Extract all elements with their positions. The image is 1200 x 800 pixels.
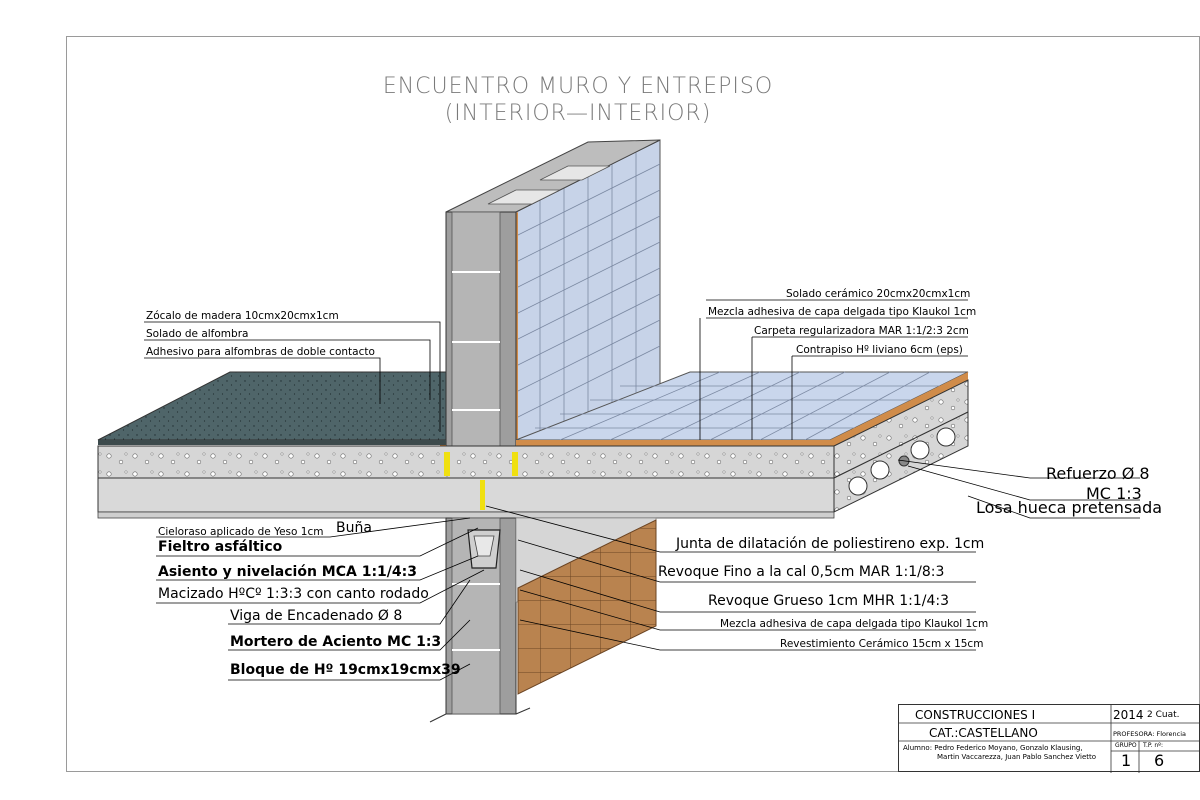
drawing-title: ENCUENTRO MURO Y ENTREPISO [382, 74, 774, 99]
tb-year: 2014 [1113, 708, 1144, 722]
label-carpet: Solado de alfombra [146, 328, 249, 340]
wall-ceramic-tiles [514, 139, 661, 447]
wall-section-upper [440, 211, 517, 451]
label-ceramic-floor: Solado cerámico 20cmx20cmx1cm [786, 288, 971, 300]
label-bedding-mortar: Mortero de Aciento MC 1:3 [230, 634, 442, 650]
label-skirting: Zócalo de madera 10cmx20cmx1cm [146, 310, 339, 322]
tb-alumno-1: Alumno: Pedro Federico Moyano, Gonzalo K… [903, 744, 1083, 752]
tb-course: CONSTRUCCIONES I [915, 708, 1036, 722]
label-leveling-screed: Carpeta regularizadora MAR 1:1/2:3 2cm [754, 325, 969, 337]
label-reveal: Buña [336, 520, 372, 536]
label-bond-beam: Viga de Encadenado Ø 8 [230, 608, 403, 624]
label-asphalt-felt: Fieltro asfáltico [158, 539, 283, 555]
leader-lines [144, 299, 1140, 681]
label-wall-ceramic: Revestimiento Cerámico 15cm x 15cm [780, 638, 984, 650]
label-reinforcement: Refuerzo Ø 8 [1046, 464, 1150, 483]
lower-wall-ceramic-cladding [517, 519, 657, 695]
label-klaukol-wall: Mezcla adhesiva de capa delgada tipo Kla… [720, 618, 989, 630]
ceramic-floor [515, 371, 969, 446]
label-lightweight-screed: Contrapiso Hº liviano 6cm (eps) [796, 344, 963, 356]
label-hollow-slab: Losa hueca pretensada [976, 498, 1163, 517]
tb-grupo-label: GRUPO [1115, 742, 1137, 749]
label-infill: Macizado HºCº 1:3:3 con canto rodado [158, 586, 429, 602]
tb-term: 2 Cuat. [1147, 710, 1180, 720]
label-klaukol-floor: Mezcla adhesiva de capa delgada tipo Kla… [708, 306, 977, 318]
wall-top [445, 139, 661, 213]
tb-tp-label: T.P. nº: [1143, 742, 1164, 749]
tb-grupo: 1 [1121, 751, 1132, 770]
drawing-subtitle: (INTERIOR—INTERIOR) [444, 101, 712, 126]
lightweight-screed [97, 379, 969, 479]
label-leveling-bed: Asiento y nivelación MCA 1:1/4:3 [158, 564, 417, 580]
tb-cat: CAT.:CASTELLANO [929, 726, 1038, 740]
label-coarse-render: Revoque Grueso 1cm MHR 1:1/4:3 [708, 593, 950, 609]
label-mortar-mc: MC 1:3 [1086, 484, 1142, 503]
hollow-core-slab [97, 411, 969, 519]
label-fine-render: Revoque Fino a la cal 0,5cm MAR 1:1/8:3 [658, 564, 945, 580]
tb-profesora: PROFESORA: Florencia [1113, 730, 1187, 738]
label-expansion-joint: Junta de dilatación de poliestireno exp.… [676, 536, 985, 552]
tb-alumno-2: Martin Vaccarezza, Juan Pablo Sanchez Vi… [937, 753, 1097, 761]
carpet-floor [97, 371, 447, 445]
tb-tp: 6 [1154, 751, 1165, 770]
expansion-joints [444, 452, 518, 510]
title-block: CONSTRUCCIONES I 2014 2 Cuat. CAT.:CASTE… [898, 704, 1200, 773]
label-concrete-block: Bloque de Hº 19cmx19cmx39 [230, 662, 461, 678]
title-block-grid [899, 705, 1200, 773]
label-plaster-ceiling: Cieloraso aplicado de Yeso 1cm [158, 526, 324, 538]
label-carpet-adhesive: Adhesivo para alfombras de doble contact… [146, 346, 375, 358]
